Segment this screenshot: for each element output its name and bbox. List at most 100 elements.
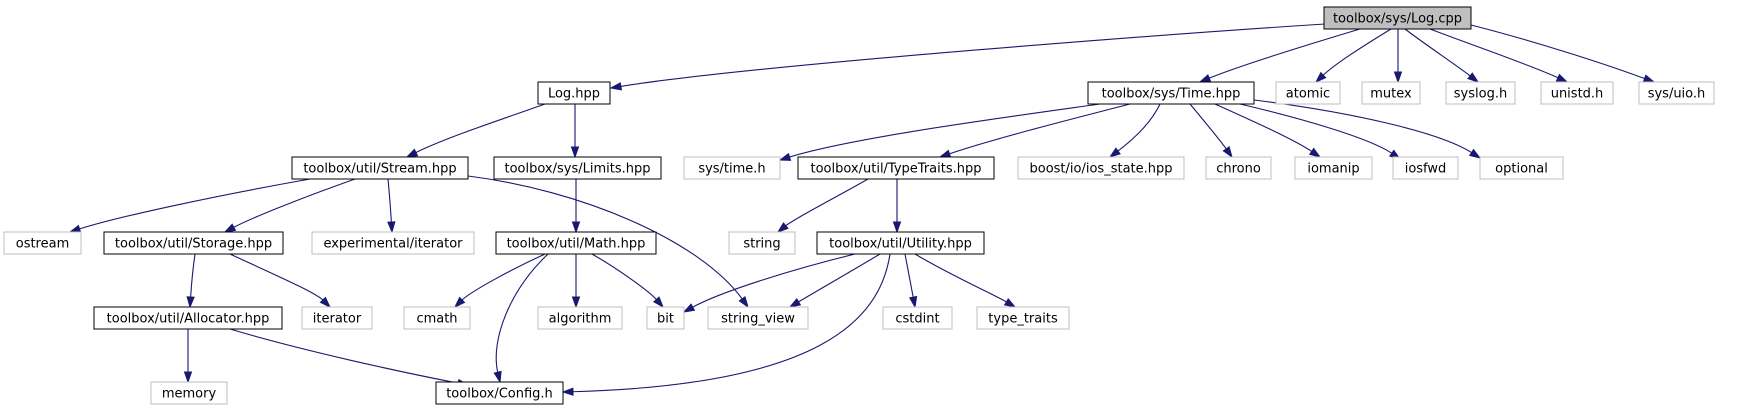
- edge-arrowhead: [1003, 297, 1017, 308]
- edges-layer: [68, 23, 1656, 396]
- edge-typetraits_hpp-to-string: [776, 178, 869, 233]
- node-label: cstdint: [895, 312, 939, 327]
- edge-line: [1322, 28, 1392, 77]
- node-log-cpp[interactable]: toolbox/sys/Log.cpp: [1323, 6, 1472, 30]
- node-allocator-hpp[interactable]: toolbox/util/Allocator.hpp: [93, 306, 283, 330]
- edge-line: [1116, 103, 1161, 153]
- edge-time_hpp-to-systime: [778, 103, 1101, 161]
- node-typetraits-hpp[interactable]: toolbox/util/TypeTraits.hpp: [797, 156, 995, 180]
- node-label: toolbox/sys/Limits.hpp: [505, 162, 651, 177]
- node-label: bit: [657, 312, 674, 327]
- node-label: toolbox/util/Utility.hpp: [829, 237, 972, 252]
- node-box: [882, 306, 953, 330]
- edge-arrowhead: [652, 296, 664, 309]
- node-label: unistd.h: [1551, 87, 1604, 102]
- edge-log_cpp-to-time_hpp: [1198, 28, 1361, 83]
- edge-utility_hpp-to-config_h: [561, 253, 891, 396]
- node-stream-hpp[interactable]: toolbox/util/Stream.hpp: [291, 156, 469, 180]
- edge-arrowhead: [1108, 147, 1121, 158]
- edge-line: [571, 253, 891, 393]
- node-label: iomanip: [1307, 162, 1359, 177]
- node-cmath: cmath: [403, 306, 471, 330]
- node-label: mutex: [1370, 87, 1412, 102]
- node-utility-hpp[interactable]: toolbox/util/Utility.hpp: [816, 231, 985, 255]
- node-storage-hpp[interactable]: toolbox/util/Storage.hpp: [103, 231, 284, 255]
- node-optional: optional: [1479, 156, 1564, 180]
- node-label: toolbox/sys/Time.hpp: [1102, 87, 1241, 102]
- edge-arrowhead: [1308, 147, 1322, 158]
- edge-log_cpp-to-atomic: [1314, 28, 1392, 84]
- edge-arrowhead: [609, 82, 623, 91]
- edge-allocator_hpp-to-config_h: [229, 328, 470, 388]
- node-box: [403, 306, 471, 330]
- node-math-hpp[interactable]: toolbox/util/Math.hpp: [495, 231, 657, 255]
- edge-line: [467, 175, 744, 301]
- edge-line: [460, 253, 546, 302]
- node-label: type_traits: [988, 312, 1058, 327]
- edge-log_cpp-to-unistd: [1429, 28, 1569, 83]
- edge-utility_hpp-to-string_view: [788, 253, 881, 308]
- edge-line: [619, 23, 1326, 88]
- edge-arrowhead: [1467, 72, 1480, 83]
- node-iosfwd: iosfwd: [1392, 156, 1459, 180]
- node-box: [291, 156, 469, 180]
- edge-line: [1253, 99, 1473, 154]
- edge-time_hpp-to-optional: [1253, 99, 1482, 159]
- node-box: [435, 381, 564, 405]
- node-string: string: [728, 231, 796, 255]
- node-label: toolbox/Config.h: [446, 387, 553, 402]
- node-label: toolbox/util/TypeTraits.hpp: [811, 162, 982, 177]
- node-iomanip: iomanip: [1294, 156, 1373, 180]
- edge-line: [904, 253, 914, 299]
- edge-log_cpp-to-syslog: [1404, 28, 1480, 83]
- node-box: [493, 156, 662, 180]
- edge-line: [1404, 28, 1472, 77]
- node-label: string_view: [721, 312, 795, 327]
- edge-math_hpp-to-cmath: [453, 253, 546, 309]
- node-label: toolbox/sys/Log.cpp: [1333, 12, 1462, 27]
- edge-line: [788, 103, 1101, 158]
- node-box: [1540, 81, 1614, 105]
- node-limits-hpp[interactable]: toolbox/sys/Limits.hpp: [493, 156, 662, 180]
- node-label: toolbox/util/Storage.hpp: [115, 237, 272, 252]
- node-mutex: mutex: [1361, 81, 1421, 105]
- edge-line: [797, 253, 881, 303]
- node-box: [495, 231, 657, 255]
- node-box: [1392, 156, 1459, 180]
- edge-line: [1208, 28, 1361, 80]
- node-box: [646, 306, 685, 330]
- node-box: [816, 231, 985, 255]
- node-box: [728, 231, 796, 255]
- node-box: [707, 306, 809, 330]
- edge-stream_hpp-to-ostream: [68, 178, 311, 233]
- edge-line: [1429, 28, 1560, 79]
- node-label: atomic: [1286, 87, 1330, 102]
- edge-time_hpp-to-typetraits_hpp: [938, 103, 1131, 158]
- node-log-hpp[interactable]: Log.hpp: [537, 81, 611, 105]
- edge-arrowhead: [1222, 145, 1233, 159]
- node-label: syslog.h: [1454, 87, 1507, 102]
- edge-log_hpp-to-limits_hpp: [570, 104, 580, 159]
- edge-line: [229, 328, 460, 384]
- node-bit: bit: [646, 306, 685, 330]
- edge-arrowhead: [1555, 73, 1569, 83]
- edge-line: [78, 178, 311, 230]
- node-box: [1361, 81, 1421, 105]
- edge-stream_hpp-to-expiter: [387, 178, 396, 234]
- node-box: [797, 156, 995, 180]
- edge-math_hpp-to-bit: [591, 253, 664, 309]
- node-time-hpp[interactable]: toolbox/sys/Time.hpp: [1087, 81, 1255, 105]
- edge-line: [591, 253, 658, 301]
- node-box: [150, 381, 228, 405]
- node-box: [1479, 156, 1564, 180]
- node-box: [1445, 81, 1516, 105]
- edge-time_hpp-to-iosfwd: [1239, 103, 1402, 160]
- edge-log_cpp-to-sysuio: [1470, 24, 1656, 83]
- node-chrono: chrono: [1205, 156, 1272, 180]
- node-label: toolbox/util/Allocator.hpp: [107, 312, 270, 327]
- node-box: [103, 231, 284, 255]
- node-box: [537, 306, 623, 330]
- edge-arrowhead: [570, 146, 580, 159]
- node-config-h[interactable]: toolbox/Config.h: [435, 381, 564, 405]
- node-label: ostream: [16, 237, 70, 252]
